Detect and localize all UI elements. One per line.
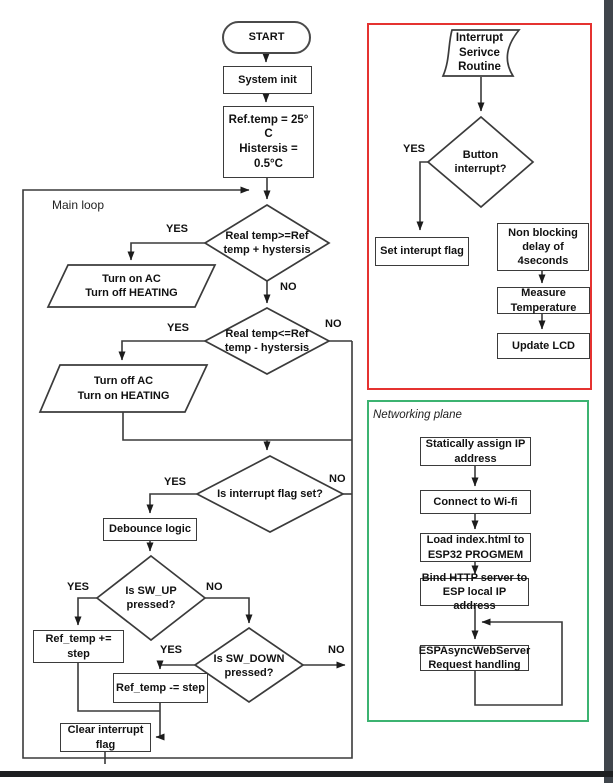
networking-plane-label: Networking plane (373, 409, 462, 421)
yes-label-button-interrupt: YES (403, 143, 426, 155)
decision-temp-low-shape (203, 307, 331, 375)
ac-on-text: Turn on AC Turn off HEATING (85, 272, 178, 299)
ref-decrement-node: Ref_temp -= step (113, 673, 208, 703)
yes-label-interrupt: YES (164, 476, 187, 488)
start-node: START (248, 31, 285, 44)
main-loop-return-path (22, 186, 353, 759)
yes-label-sw-up: YES (67, 581, 90, 593)
no-label-interrupt: NO (329, 473, 346, 485)
measure-temperature-node: Measure Temperature (497, 287, 590, 314)
decision-button-interrupt-shape (426, 115, 535, 209)
decision-sw-down-text: Is SW_DOWN pressed? (213, 652, 285, 679)
update-lcd-node: Update LCD (497, 333, 590, 359)
no-label-sw-down: NO (328, 644, 345, 656)
clear-interrupt-flag-node: Clear interrupt flag (60, 723, 151, 752)
decision-temp-high-shape (203, 204, 331, 282)
start-terminator-shape (222, 21, 311, 54)
no-label-temp-low: NO (325, 318, 342, 330)
server-loop-path (474, 618, 563, 706)
decision-sw-up-text: Is SW_UP pressed? (125, 584, 177, 611)
bind-http-server-node: Bind HTTP server to ESP local IP address (420, 571, 529, 613)
heating-on-text: Turn off AC Turn on HEATING (77, 375, 170, 402)
static-ip-node: Statically assign IP address (420, 437, 531, 466)
nonblocking-delay-node: Non blocking delay of 4seconds (497, 223, 589, 271)
decision-sw-down-shape (193, 626, 305, 704)
decision-temp-low-text: Real temp<=Ref temp - hystersis (224, 327, 310, 354)
decision-interrupt-flag-text: Is interrupt flag set? (217, 487, 323, 500)
heating-on-parallelogram (38, 364, 209, 413)
yes-label-temp-high: YES (166, 223, 189, 235)
isr-title-document-shape (441, 29, 521, 77)
yes-label-sw-down: YES (160, 644, 183, 656)
isr-title-text: Interrupt Serivce Routine (455, 31, 504, 74)
system-init-node: System init (223, 66, 312, 94)
decision-sw-up-shape (95, 554, 207, 642)
network-section-frame (367, 400, 589, 722)
isr-section-frame (367, 23, 592, 390)
debounce-node: Debounce logic (103, 518, 197, 541)
ac-on-parallelogram (46, 264, 217, 308)
page-right-edge-bar (604, 0, 613, 783)
decision-interrupt-flag-shape (195, 455, 345, 533)
no-label-temp-high: NO (280, 281, 297, 293)
connect-wifi-node: Connect to Wi-fi (420, 490, 531, 514)
set-interrupt-flag-node: Set interupt flag (375, 237, 469, 266)
no-label-sw-up: NO (206, 581, 223, 593)
load-index-html-node: Load index.html to ESP32 PROGMEM (420, 533, 531, 562)
init-values-node: Ref.temp = 25° C Histersis = 0.5°C (223, 106, 314, 178)
async-webserver-node: ESPAsyncWebServer Request handling (418, 644, 531, 671)
page-bottom-edge-bar (0, 771, 613, 777)
decision-button-interrupt-text: Button interrupt? (454, 148, 507, 175)
ref-increment-node: Ref_temp += step (33, 630, 124, 663)
decision-temp-high-text: Real temp>=Ref temp + hystersis (223, 229, 311, 256)
main-loop-label: Main loop (52, 198, 105, 212)
yes-label-temp-low: YES (167, 322, 190, 334)
